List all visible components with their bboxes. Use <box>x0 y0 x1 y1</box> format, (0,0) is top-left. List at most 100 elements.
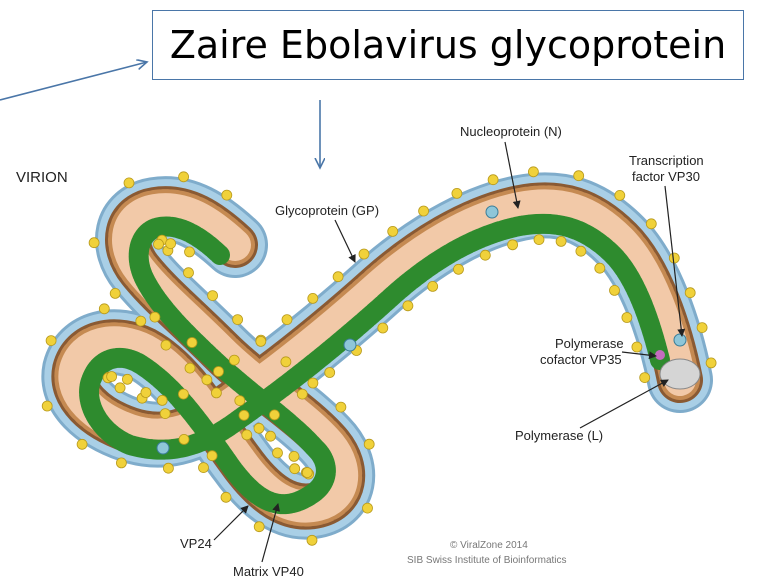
leader-vp24 <box>214 506 248 540</box>
glycoprotein-spike <box>77 439 87 449</box>
glycoprotein-spike <box>42 401 52 411</box>
pointer-arrow-left <box>0 62 147 100</box>
glycoprotein-spike <box>403 301 413 311</box>
label-polymerase-cofactor-2: cofactor VP35 <box>540 352 622 367</box>
glycoprotein-spike <box>289 451 299 461</box>
glycoprotein-spike <box>254 522 264 532</box>
glycoprotein-spike <box>179 434 189 444</box>
glycoprotein-spike <box>208 291 218 301</box>
glycoprotein-spike <box>508 240 518 250</box>
glycoprotein-spike <box>669 253 679 263</box>
glycoprotein-spike <box>452 188 462 198</box>
glycoprotein-spike <box>632 342 642 352</box>
vp30-particle <box>344 339 356 351</box>
glycoprotein-spike <box>242 430 252 440</box>
glycoprotein-spike <box>157 395 167 405</box>
vp35-particle <box>655 350 665 360</box>
glycoprotein-spike <box>160 409 170 419</box>
glycoprotein-spike <box>428 281 438 291</box>
glycoprotein-spike <box>270 410 280 420</box>
glycoprotein-spike <box>154 239 164 249</box>
credit-line-1: © ViralZone 2014 <box>450 540 528 551</box>
glycoprotein-spike <box>235 396 245 406</box>
label-transcription-1: Transcription <box>629 153 704 168</box>
glycoprotein-spike <box>136 316 146 326</box>
glycoprotein-spike <box>116 458 126 468</box>
glycoprotein-spike <box>359 249 369 259</box>
glycoprotein-spike <box>99 304 109 314</box>
glycoprotein-spike <box>697 323 707 333</box>
glycoprotein-spike <box>290 464 300 474</box>
glycoprotein-spike <box>640 373 650 383</box>
glycoprotein-spike <box>528 167 538 177</box>
glycoprotein-spike <box>254 423 264 433</box>
glycoprotein-spike <box>281 357 291 367</box>
glycoprotein-spike <box>307 535 317 545</box>
glycoprotein-spike <box>646 219 656 229</box>
glycoprotein-spike <box>46 336 56 346</box>
glycoprotein-spike <box>419 206 429 216</box>
glycoprotein-spike <box>685 288 695 298</box>
glycoprotein-spike <box>161 340 171 350</box>
glycoprotein-spike <box>610 285 620 295</box>
glycoprotein-spike <box>222 190 232 200</box>
glycoprotein-spike <box>107 372 117 382</box>
glycoprotein-spike <box>211 388 221 398</box>
label-nucleoprotein: Nucleoprotein (N) <box>460 124 562 139</box>
glycoprotein-spike <box>89 238 99 248</box>
label-polymerase-cofactor-1: Polymerase <box>555 336 624 351</box>
glycoprotein-spike <box>115 383 125 393</box>
glycoprotein-spike <box>214 367 224 377</box>
label-matrix: Matrix VP40 <box>233 564 304 579</box>
glycoprotein-spike <box>150 312 160 322</box>
glycoprotein-spike <box>185 247 195 257</box>
glycoprotein-spike <box>333 272 343 282</box>
glycoprotein-spike <box>178 389 188 399</box>
vp30-particle <box>486 206 498 218</box>
glycoprotein-spike <box>273 448 283 458</box>
glycoprotein-spike <box>615 190 625 200</box>
glycoprotein-spike <box>185 363 195 373</box>
glycoprotein-spike <box>179 172 189 182</box>
glycoprotein-spike <box>622 313 632 323</box>
glycoprotein-spike <box>364 439 374 449</box>
glycoprotein-spike <box>480 250 490 260</box>
label-vp24: VP24 <box>180 536 212 551</box>
glycoprotein-spike <box>282 315 292 325</box>
glycoprotein-spike <box>388 226 398 236</box>
glycoprotein-spike <box>166 239 176 249</box>
polymerase-particle <box>660 359 700 389</box>
glycoprotein-spike <box>595 263 605 273</box>
label-polymerase: Polymerase (L) <box>515 428 603 443</box>
glycoprotein-spike <box>221 492 231 502</box>
glycoprotein-spike <box>297 389 307 399</box>
glycoprotein-spike <box>233 315 243 325</box>
label-glycoprotein: Glycoprotein (GP) <box>275 203 379 218</box>
glycoprotein-spike <box>110 288 120 298</box>
section-label: VIRION <box>16 169 68 186</box>
glycoprotein-spike <box>239 410 249 420</box>
glycoprotein-spike <box>488 175 498 185</box>
glycoprotein-spike <box>336 402 346 412</box>
glycoprotein-spike <box>256 336 266 346</box>
glycoprotein-spike <box>122 374 132 384</box>
glycoprotein-spike <box>308 378 318 388</box>
label-transcription-2: factor VP30 <box>632 169 700 184</box>
glycoprotein-spike <box>124 178 134 188</box>
glycoprotein-spike <box>454 264 464 274</box>
leader-glycoprotein <box>335 220 355 262</box>
glycoprotein-spike <box>302 468 312 478</box>
glycoprotein-spike <box>202 375 212 385</box>
vp30-particle <box>674 334 686 346</box>
credit-line-2: SIB Swiss Institute of Bioinformatics <box>407 555 567 566</box>
glycoprotein-spike <box>378 323 388 333</box>
glycoprotein-spike <box>141 388 151 398</box>
glycoprotein-spike <box>187 338 197 348</box>
glycoprotein-spike <box>199 463 209 473</box>
glycoprotein-spike <box>163 463 173 473</box>
glycoprotein-spike <box>325 368 335 378</box>
glycoprotein-spike <box>574 171 584 181</box>
glycoprotein-spike <box>184 268 194 278</box>
glycoprotein-spike <box>556 236 566 246</box>
